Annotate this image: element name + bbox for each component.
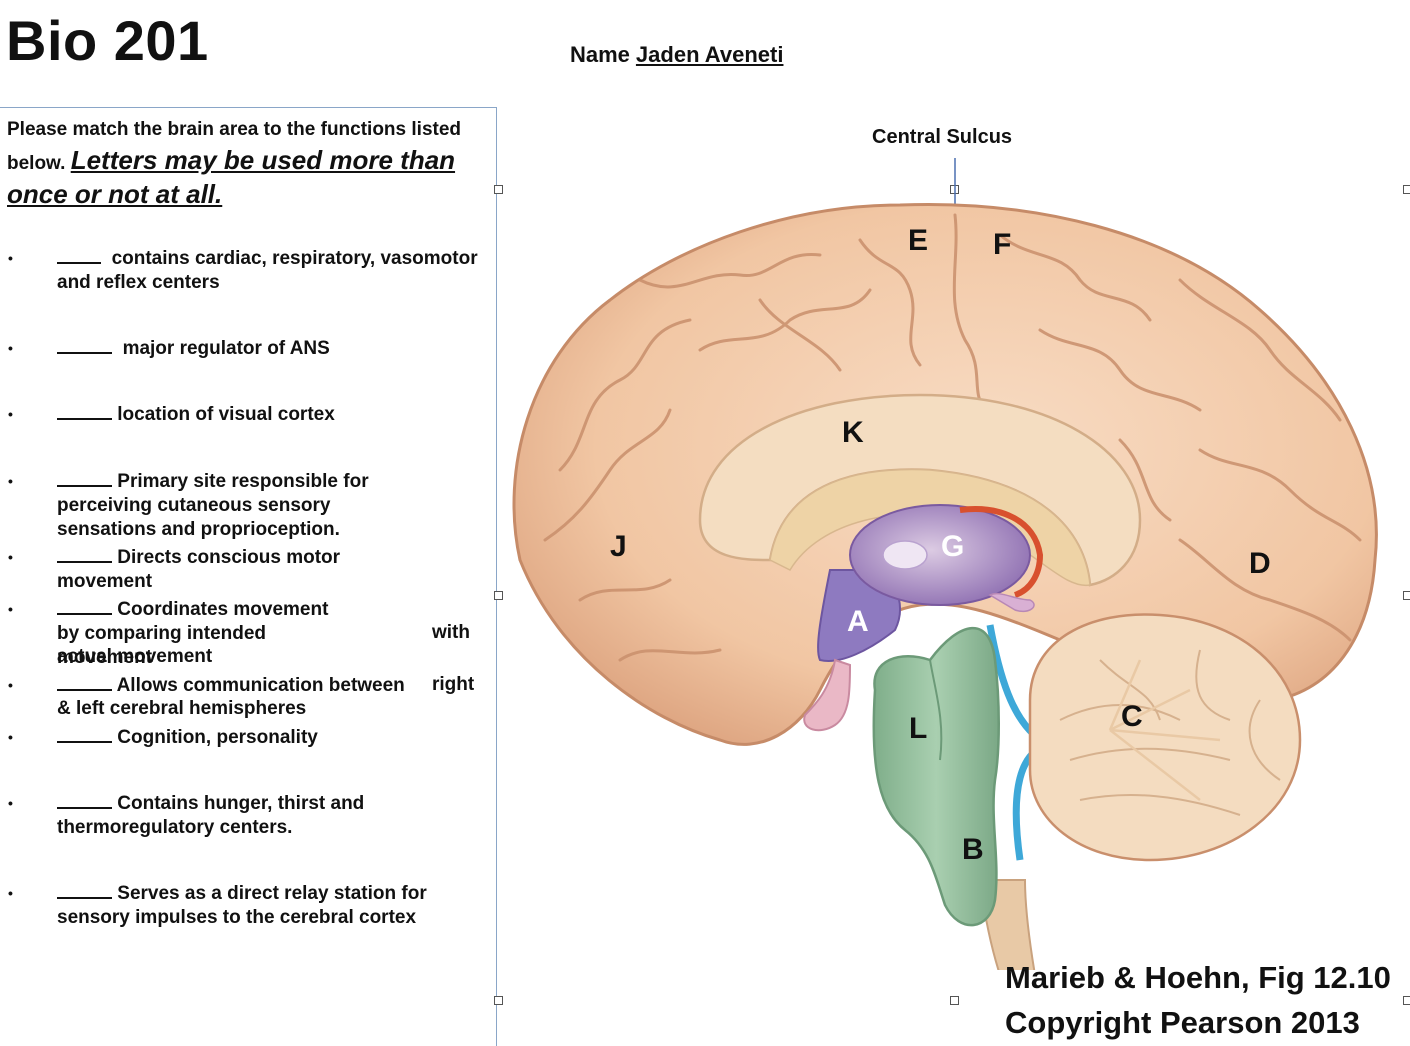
bullet: • bbox=[8, 885, 13, 901]
question-6: • Coordinates movement by comparing inte… bbox=[8, 597, 483, 669]
resize-handle[interactable] bbox=[494, 591, 503, 600]
question-text-10: Serves as a direct relay station for sen… bbox=[57, 883, 427, 928]
label-E: E bbox=[908, 224, 928, 257]
question-text-8: Cognition, personality bbox=[117, 727, 318, 748]
central-sulcus-label: Central Sulcus bbox=[872, 126, 1013, 148]
question-text-1: contains cardiac, respiratory, vasomotor… bbox=[57, 248, 478, 293]
resize-handle[interactable] bbox=[1403, 591, 1410, 600]
resize-handle[interactable] bbox=[1403, 996, 1410, 1005]
question-text-6-tail: with bbox=[432, 622, 470, 643]
caption-copyright: Copyright Pearson 2013 bbox=[1005, 1005, 1360, 1040]
instructions: Please match the brain area to the funct… bbox=[7, 115, 487, 213]
student-name: Jaden Aveneti bbox=[635, 42, 784, 67]
question-text-7-cont: & left cerebral hemispheres bbox=[57, 698, 307, 719]
bullet: • bbox=[8, 549, 13, 565]
answer-blank-6[interactable] bbox=[57, 597, 112, 615]
question-text-7: Allows communication between bbox=[116, 675, 405, 696]
resize-handle[interactable] bbox=[1403, 185, 1410, 194]
question-text-7-tail: right bbox=[432, 674, 475, 695]
answer-blank-8[interactable] bbox=[57, 725, 112, 743]
question-7: • Allows communication between right & l… bbox=[8, 673, 483, 721]
resize-handle[interactable] bbox=[494, 996, 503, 1005]
label-C: C bbox=[1121, 700, 1143, 733]
figure-caption: Marieb & Hoehn, Fig 12.10 Copyright Pear… bbox=[1005, 955, 1391, 1045]
resize-handle[interactable] bbox=[494, 185, 503, 194]
course-title: Bio 201 bbox=[6, 9, 209, 72]
label-D: D bbox=[1249, 547, 1271, 580]
question-text-9: Contains hunger, thirst and thermoregula… bbox=[57, 793, 365, 838]
resize-handle[interactable] bbox=[950, 996, 959, 1005]
bullet: • bbox=[8, 473, 13, 489]
label-B: B bbox=[962, 833, 984, 866]
bullet: • bbox=[8, 677, 13, 693]
caption-source: Marieb & Hoehn, Fig 12.10 bbox=[1005, 960, 1391, 995]
answer-blank-10[interactable] bbox=[57, 881, 112, 899]
bullet: • bbox=[8, 250, 13, 266]
answer-blank-3[interactable] bbox=[57, 402, 112, 420]
bullet: • bbox=[8, 601, 13, 617]
answer-blank-5[interactable] bbox=[57, 545, 112, 563]
brain-sagittal-illustration: E F K J G D A C L B bbox=[512, 158, 1378, 970]
label-J: J bbox=[610, 530, 627, 563]
question-text-5: Directs conscious motor movement bbox=[57, 547, 341, 592]
bullet: • bbox=[8, 729, 13, 745]
label-A: A bbox=[847, 605, 869, 638]
bullet: • bbox=[8, 795, 13, 811]
bullet: • bbox=[8, 340, 13, 356]
label-G: G bbox=[941, 530, 964, 563]
label-L: L bbox=[909, 712, 927, 745]
answer-blank-9[interactable] bbox=[57, 791, 112, 809]
instructions-emphasis: Letters may be used more than once or no… bbox=[7, 145, 456, 209]
question-text-6-cont: actual movement bbox=[57, 646, 213, 667]
answer-blank-1[interactable] bbox=[57, 246, 101, 264]
label-F: F bbox=[993, 228, 1011, 261]
question-text-6: Coordinates movement by comparing intend… bbox=[57, 599, 329, 668]
bullet: • bbox=[8, 406, 13, 422]
question-text-3: location of visual cortex bbox=[117, 404, 335, 425]
name-label: Name bbox=[570, 42, 630, 67]
answer-blank-7[interactable] bbox=[57, 673, 112, 691]
label-K: K bbox=[842, 416, 864, 449]
answer-blank-4[interactable] bbox=[57, 469, 112, 487]
question-text-4: Primary site responsible for perceiving … bbox=[57, 471, 369, 540]
worksheet-text-box[interactable] bbox=[0, 107, 497, 1046]
question-text-2: major regulator of ANS bbox=[122, 338, 330, 359]
instructions-lead: Please match the brain area to the funct… bbox=[7, 119, 462, 174]
answer-blank-2[interactable] bbox=[57, 336, 112, 354]
